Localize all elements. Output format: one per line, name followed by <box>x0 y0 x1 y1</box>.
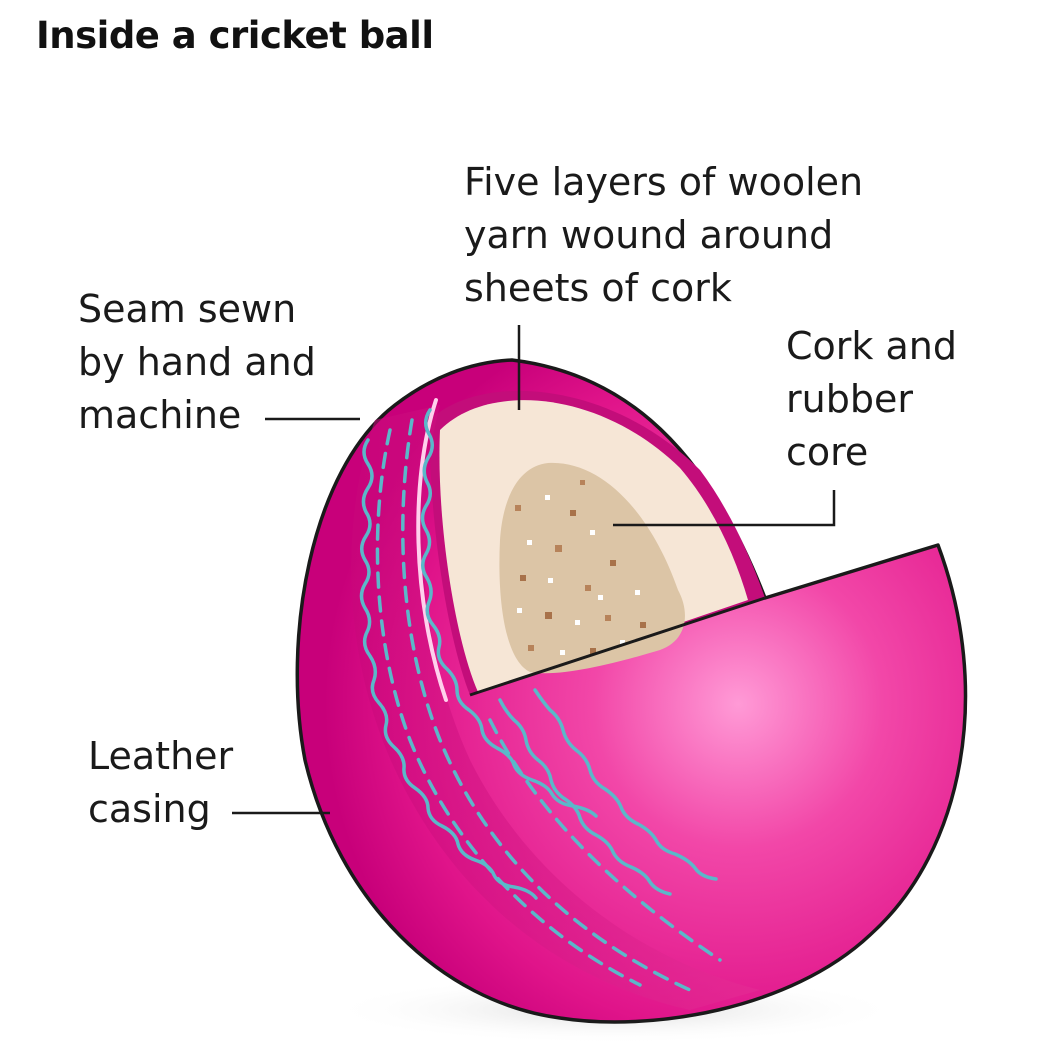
seam-label-line-2: by hand and <box>78 340 316 384</box>
cork-core <box>499 462 685 674</box>
seam-band <box>351 405 760 1010</box>
leather-label-line-1: Leather <box>88 734 234 778</box>
yarn-label-line-3: sheets of cork <box>464 266 732 310</box>
leather-label-line-2: casing <box>88 787 211 831</box>
stitch-wavy-inner <box>420 408 598 818</box>
leader-line-core <box>613 490 836 527</box>
core-label-line-3: core <box>786 430 869 474</box>
cork-flecks <box>515 480 646 655</box>
diagram-title: Inside a cricket ball <box>36 14 434 57</box>
yarn-label-line-1: Five layers of woolen <box>464 160 864 204</box>
stitch-dashed-front <box>488 718 722 962</box>
core-label-line-2: rubber <box>786 377 913 421</box>
stitch-dashed-outer <box>375 428 642 987</box>
core-label-line-1: Cork and <box>786 324 957 368</box>
leader-lines <box>232 325 836 815</box>
cut-outline <box>469 596 766 697</box>
stitch-wavy-front-1 <box>498 698 672 896</box>
seam-stitches <box>359 408 722 992</box>
stitch-wavy-front-2 <box>533 688 718 881</box>
stitch-wavy-outer <box>359 438 538 900</box>
core-label: Cork and rubber core <box>786 320 957 479</box>
yarn-label: Five layers of woolen yarn wound around … <box>464 156 863 315</box>
leather-label: Leather casing <box>88 730 233 836</box>
seam-label: Seam sewn by hand and machine <box>78 283 316 442</box>
seam-label-line-1: Seam sewn <box>78 287 297 331</box>
seam-label-line-3: machine <box>78 393 242 437</box>
yarn-label-line-2: yarn wound around <box>464 213 834 257</box>
stitch-dashed-inner <box>401 418 692 992</box>
